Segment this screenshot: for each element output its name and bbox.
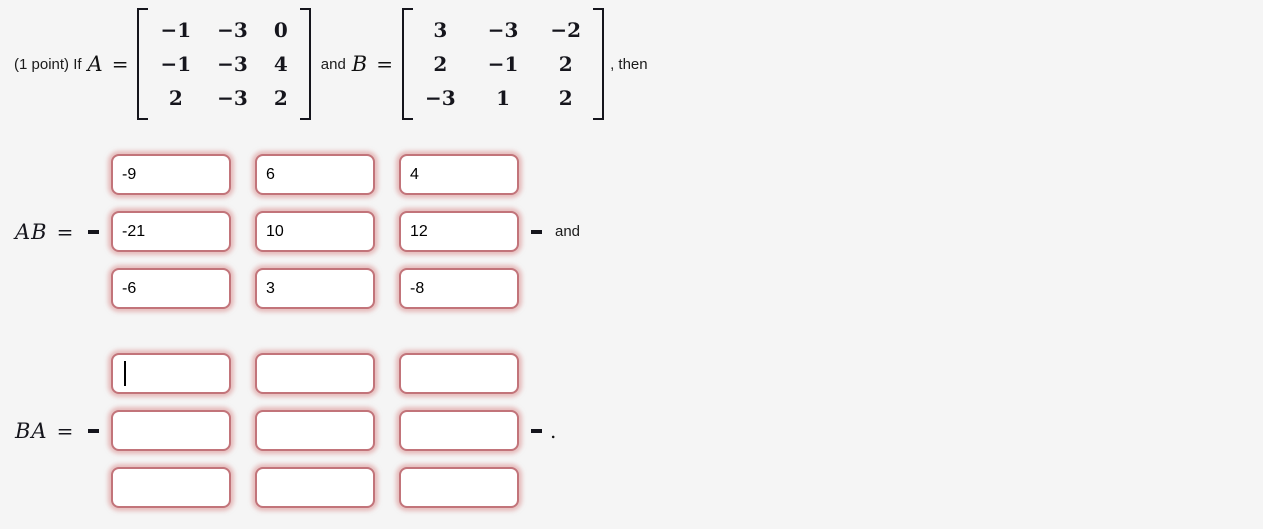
matrix-cell: 3 xyxy=(433,18,448,42)
ba-input-r1c2[interactable] xyxy=(255,353,375,394)
ba-section: BA = . xyxy=(15,345,1263,516)
matrix-cell: −1 xyxy=(160,18,192,42)
ba-input-r3c2[interactable] xyxy=(255,467,375,508)
matrix-cell: 0 xyxy=(273,18,288,42)
matrix-cell: −1 xyxy=(160,52,192,76)
ab-input-r1c2[interactable] xyxy=(255,154,375,195)
ab-input-grid xyxy=(99,146,531,317)
ab-section: AB = and xyxy=(15,146,1263,317)
ab-label-text: AB xyxy=(15,219,48,244)
matrix-cell: −3 xyxy=(425,86,456,110)
matrix-a-grid: −1 −3 0 −1 −3 4 2 −3 2 xyxy=(148,8,299,120)
left-bracket-icon xyxy=(88,229,99,234)
equals-sign: = xyxy=(111,52,129,76)
text-cursor xyxy=(124,361,126,386)
problem-statement: (1 point) If A = −1 −3 0 −1 −3 4 2 −3 2 … xyxy=(0,0,1263,120)
equals-sign: = xyxy=(376,52,393,76)
right-bracket-icon xyxy=(593,8,605,120)
ba-input-focused-wrap xyxy=(111,353,231,394)
ab-input-r3c3[interactable] xyxy=(399,268,519,309)
ab-input-r2c1[interactable] xyxy=(111,211,231,252)
matrix-cell: 2 xyxy=(273,86,288,110)
matrix-cell: −3 xyxy=(217,86,248,110)
matrix-cell: −3 xyxy=(217,52,248,76)
ab-input-r3c1[interactable] xyxy=(111,268,231,309)
matrix-b-grid: 3 −3 −2 2 −1 2 −3 1 2 xyxy=(413,8,593,120)
left-bracket-icon xyxy=(137,8,149,120)
matrix-b: 3 −3 −2 2 −1 2 −3 1 2 xyxy=(402,8,605,120)
left-bracket-icon xyxy=(88,428,99,433)
matrix-cell: 2 xyxy=(433,52,448,76)
equals-sign: = xyxy=(56,219,74,244)
left-bracket-icon xyxy=(402,8,413,120)
ba-input-grid xyxy=(99,345,531,516)
ba-input-r2c2[interactable] xyxy=(255,410,375,451)
matrix-cell: 2 xyxy=(558,86,573,110)
and-label: and xyxy=(555,223,581,240)
matrix-cell: −3 xyxy=(487,18,519,42)
matrix-a-name: A xyxy=(87,52,103,76)
matrix-cell: 4 xyxy=(273,52,288,76)
right-bracket-icon xyxy=(299,8,311,120)
then-label: , then xyxy=(610,55,648,73)
ba-input-r1c1[interactable] xyxy=(111,353,231,394)
matrix-cell: 1 xyxy=(496,86,510,110)
ba-label-text: BA xyxy=(15,418,48,443)
ba-input-r3c1[interactable] xyxy=(111,467,231,508)
ba-input-r2c1[interactable] xyxy=(111,410,231,451)
ba-input-r1c3[interactable] xyxy=(399,353,519,394)
equals-sign: = xyxy=(56,418,74,443)
right-bracket-icon xyxy=(531,428,542,433)
matrix-cell: 2 xyxy=(168,86,183,110)
ba-input-r2c3[interactable] xyxy=(399,410,519,451)
ab-input-r1c1[interactable] xyxy=(111,154,231,195)
ab-input-r3c2[interactable] xyxy=(255,268,375,309)
sentence-period: . xyxy=(550,418,557,443)
matrix-cell: −1 xyxy=(487,52,519,76)
matrix-b-name: B xyxy=(351,52,368,76)
matrix-cell: −2 xyxy=(550,18,582,42)
ba-input-r3c3[interactable] xyxy=(399,467,519,508)
right-bracket-icon xyxy=(531,229,542,234)
points-prefix: (1 point) If xyxy=(14,55,82,73)
matrix-cell: −3 xyxy=(217,18,248,42)
matrix-a: −1 −3 0 −1 −3 4 2 −3 2 xyxy=(137,8,311,120)
and-label: and xyxy=(320,55,346,73)
matrix-cell: 2 xyxy=(558,52,573,76)
ab-label: AB = xyxy=(15,220,88,244)
ab-input-r2c3[interactable] xyxy=(399,211,519,252)
ab-input-r1c3[interactable] xyxy=(399,154,519,195)
ba-label: BA = xyxy=(15,419,88,443)
ab-input-r2c2[interactable] xyxy=(255,211,375,252)
